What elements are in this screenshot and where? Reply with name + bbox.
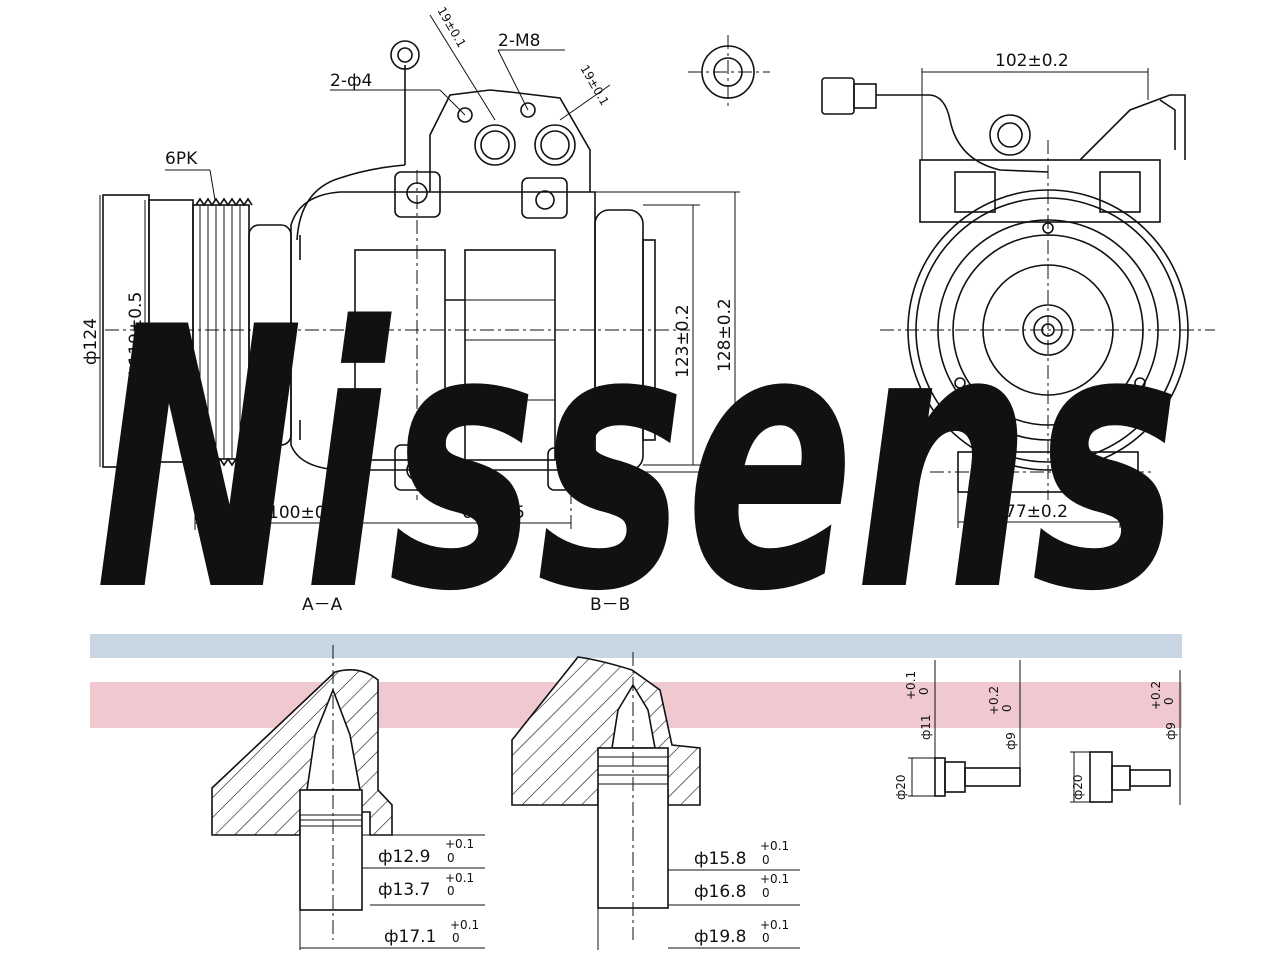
dia-20-a: ф20	[894, 774, 908, 800]
tol-9a-plus: +0.2	[987, 686, 1001, 715]
tol-11-plus: +0.1	[904, 671, 918, 700]
dia-9-b: ф9	[1164, 722, 1178, 740]
dim-77: 77±0.2	[1005, 502, 1068, 522]
label-belt: 6PK	[165, 149, 198, 169]
tol-12-9-zero: 0	[447, 851, 455, 865]
dim-100: 100±0.5	[268, 503, 342, 523]
side-view-dimensions: 6PK ф124 ф119±0.5 123±0.2 128±0.2 100±0.…	[81, 5, 740, 530]
tol-15-8-zero: 0	[762, 853, 770, 867]
side-view	[102, 35, 770, 530]
dia-20-b: ф20	[1071, 774, 1085, 800]
dim-102: 102±0.2	[995, 51, 1069, 71]
tol-16-8-zero: 0	[762, 886, 770, 900]
front-view-dimensions: 102±0.2 77±0.2	[921, 51, 1149, 528]
dia-17-1: ф17.1	[384, 927, 436, 947]
dim-124: ф124	[81, 318, 101, 365]
dia-12-9: ф12.9	[378, 847, 430, 867]
section-aa-title: A－A	[302, 595, 343, 615]
tol-16-8-plus: +0.1	[760, 872, 789, 886]
dia-9-a: ф9	[1004, 732, 1018, 750]
tol-17-1-plus: +0.1	[450, 918, 479, 932]
dia-16-8: ф16.8	[694, 882, 746, 902]
dia-13-7: ф13.7	[378, 880, 430, 900]
tol-9a-zero: 0	[1000, 704, 1014, 712]
label-mount-holes: 2-ф4	[330, 71, 372, 91]
dim-19-a: 19±0.1	[434, 5, 468, 50]
watermark-stripe-blue	[90, 634, 1182, 658]
tol-9b-zero: 0	[1162, 697, 1176, 705]
dim-19-b: 19±0.1	[577, 63, 611, 108]
section-aa: A－A ф12.9 ф13.7 ф17.1 +0.1 0 +0.1 0 +0.1…	[211, 595, 485, 950]
label-bolts: 2-M8	[498, 31, 540, 51]
dim-69: 69±0.5	[462, 503, 525, 523]
dia-11: ф11	[919, 714, 933, 740]
tol-13-7-zero: 0	[447, 884, 455, 898]
tol-11-zero: 0	[917, 687, 931, 695]
tol-13-7-plus: +0.1	[445, 871, 474, 885]
tol-19-8-plus: +0.1	[760, 918, 789, 932]
section-bb: B－B ф15.8 ф16.8 ф19.8 +0.1 0 +0.1 0 +0.1…	[511, 595, 800, 950]
pulley-grooves	[192, 197, 253, 467]
tol-9b-plus: +0.2	[1149, 681, 1163, 710]
section-bb-title: B－B	[590, 595, 630, 615]
fitting-detail-1: ф20 ф11 +0.1 0 ф9 +0.2 0	[894, 660, 1021, 800]
tol-12-9-plus: +0.1	[445, 837, 474, 851]
dim-123: 123±0.2	[673, 304, 693, 378]
tol-19-8-zero: 0	[762, 931, 770, 945]
watermark: Nissens	[90, 251, 1182, 728]
dia-15-8: ф15.8	[694, 849, 746, 869]
watermark-text: Nissens	[95, 251, 1180, 670]
front-view	[821, 77, 1215, 500]
dia-19-8: ф19.8	[694, 927, 746, 947]
dim-128: 128±0.2	[715, 298, 735, 372]
fitting-detail-2: ф20 ф9 +0.2 0	[1070, 670, 1181, 805]
tol-17-1-zero: 0	[452, 931, 460, 945]
tol-15-8-plus: +0.1	[760, 839, 789, 853]
dim-119: ф119±0.5	[126, 292, 146, 380]
